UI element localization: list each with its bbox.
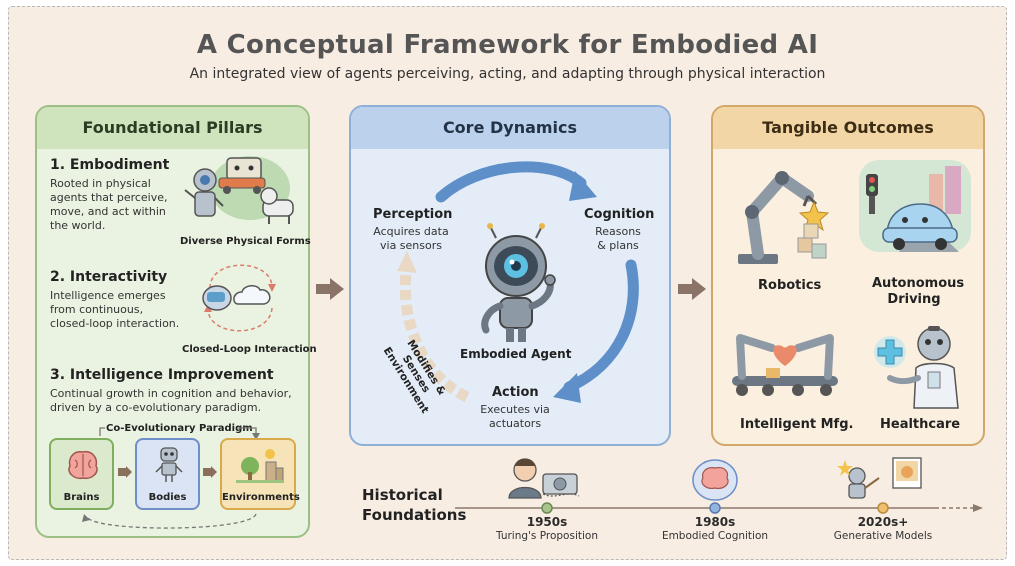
pillars-heading: Foundational Pillars — [37, 107, 308, 149]
co-evolution-label: Co-Evolutionary Paradigm — [106, 423, 253, 434]
historical-heading: Historical Foundations — [362, 486, 467, 524]
milestone-2020s-year: 2020s+ — [857, 515, 909, 529]
generative-models-icon — [837, 457, 922, 499]
turing-portrait-icon — [508, 458, 580, 499]
action-desc: Executes via actuators — [480, 403, 550, 430]
core-loop-arrows — [397, 161, 639, 403]
improvement-title: 3. Intelligence Improvement — [50, 367, 274, 383]
healthcare-label: Healthcare — [880, 417, 961, 432]
outcomes-heading: Tangible Outcomes — [713, 107, 983, 149]
robotics-label: Robotics — [758, 278, 822, 293]
embodied-agent-robot-icon — [481, 223, 556, 342]
improvement-text: Continual growth in cognition and behavi… — [50, 387, 292, 414]
page-title: A Conceptual Framework for Embodied AI — [196, 30, 819, 60]
core-heading: Core Dynamics — [351, 107, 669, 149]
bodies-box: Bodies — [135, 438, 200, 510]
page-subtitle: An integrated view of agents perceiving,… — [189, 66, 826, 82]
arrow-right-icon — [118, 466, 132, 478]
milestone-1980s-year: 1980s — [694, 515, 736, 529]
embodied-agent-label: Embodied Agent — [460, 347, 572, 361]
brains-label: Brains — [63, 492, 100, 503]
milestone-2020s-label: Generative Models — [833, 530, 933, 542]
intelligent-mfg-label: Intelligent Mfg. — [740, 417, 854, 432]
closed-loop-icon — [202, 264, 276, 332]
interactivity-text: Intelligence emerges from continuous, cl… — [50, 289, 180, 330]
diverse-robots-icon — [184, 156, 294, 224]
environments-label: Environments — [222, 492, 300, 503]
interactivity-title: 2. Interactivity — [50, 269, 168, 285]
milestone-1950s-year: 1950s — [526, 515, 568, 529]
brains-box: Brains — [49, 438, 114, 510]
arrow-right-icon — [203, 466, 217, 478]
milestone-1980s-label: Embodied Cognition — [661, 530, 769, 542]
perception-desc: Acquires data via sensors — [373, 225, 449, 252]
manufacturing-icon — [732, 334, 838, 396]
arrow-core-to-outcomes-icon — [678, 278, 706, 300]
brain-in-head-icon — [692, 459, 738, 501]
milestone-1950s-label: Turing's Proposition — [496, 530, 598, 542]
co-evolution-arrows — [82, 427, 260, 529]
robotic-arm-icon — [738, 171, 830, 264]
arrow-pillars-to-core-icon — [316, 278, 344, 300]
embodiment-text: Rooted in physical agents that perceive,… — [50, 177, 168, 232]
history-timeline — [455, 457, 983, 514]
brain-icon — [68, 450, 98, 480]
robot-body-icon — [155, 447, 183, 482]
diverse-forms-caption: Diverse Physical Forms — [180, 236, 311, 247]
environments-box: Environments — [220, 438, 300, 510]
perception-title: Perception — [373, 207, 453, 222]
cognition-desc: Reasons & plans — [595, 225, 641, 252]
embodiment-title: 1. Embodiment — [50, 157, 170, 173]
autonomous-driving-label: Autonomous Driving — [872, 276, 965, 307]
environment-icon — [236, 449, 284, 483]
action-title: Action — [492, 385, 539, 400]
cognition-title: Cognition — [584, 207, 655, 222]
closed-loop-caption: Closed-Loop Interaction — [182, 344, 317, 355]
bodies-label: Bodies — [148, 492, 187, 503]
autonomous-car-icon — [859, 160, 971, 252]
healthcare-robot-icon — [874, 326, 959, 409]
